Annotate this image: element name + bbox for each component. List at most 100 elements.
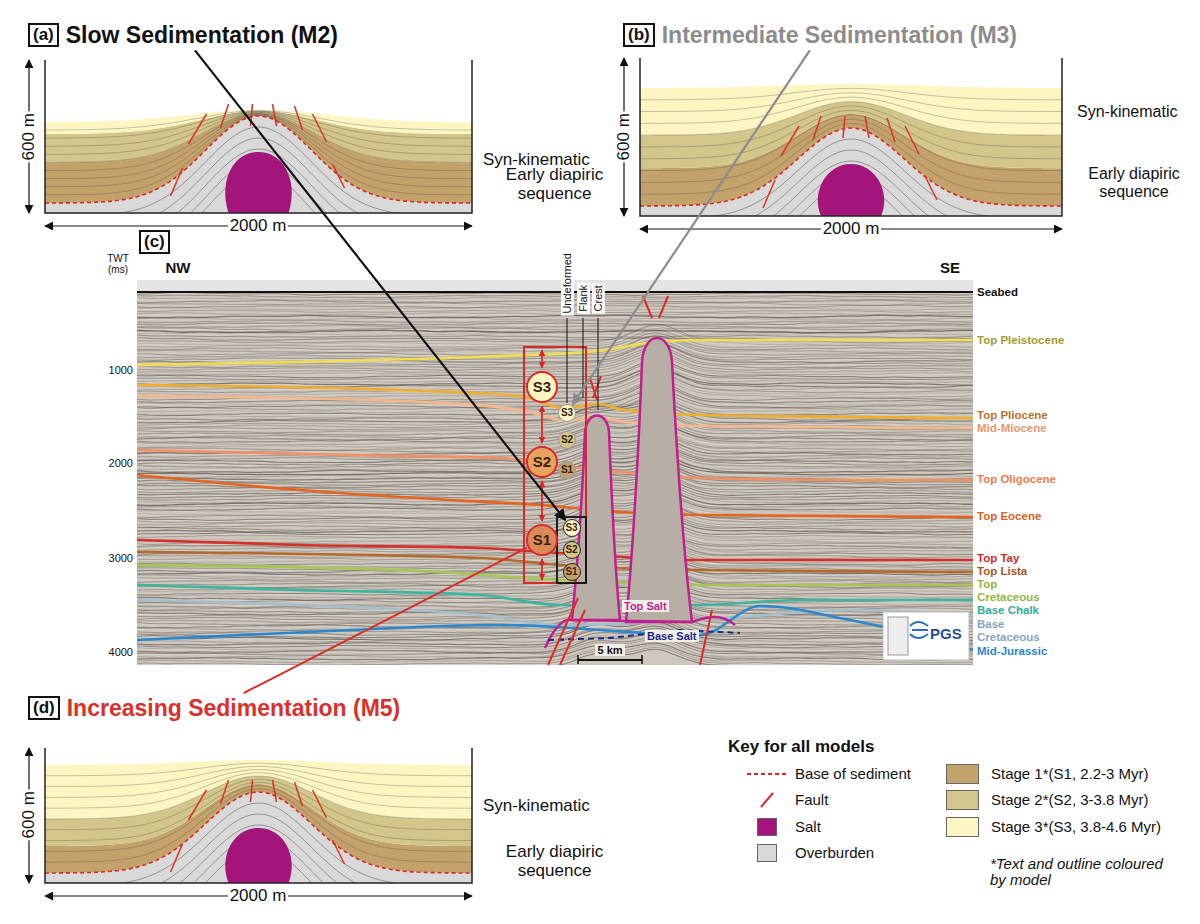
model-section [29, 748, 473, 924]
legend-swatch [946, 764, 979, 784]
seismic-reflector [137, 334, 973, 351]
zone-label: Flank [577, 283, 590, 314]
legend-label: Salt [795, 818, 821, 835]
layer-line [45, 111, 472, 130]
zone-label: Crest [592, 283, 605, 313]
sequence-label: Syn-kinematic [1077, 103, 1177, 121]
panel-title: (d)Increasing Sedimentation (M5) [28, 695, 400, 721]
seismic-reflector [137, 637, 973, 655]
seismic-reflector [137, 470, 973, 488]
seismic-reflector [137, 320, 973, 323]
salt-label: Top Salt [622, 600, 669, 613]
base-of-sediment [640, 128, 1062, 206]
stage-arrow [541, 481, 543, 521]
dimension-label: 2000 m [228, 886, 289, 906]
seismic-reflector [137, 434, 973, 453]
connector [244, 548, 527, 693]
salt-body [225, 828, 291, 883]
layer-line [640, 106, 1062, 147]
horizon-label: Mid-Miocene [977, 422, 1047, 435]
model-body [45, 60, 472, 213]
seismic-reflector [137, 328, 973, 331]
seismic-reflector [137, 335, 973, 338]
horizon-label: Top Cretaceous [977, 578, 1049, 603]
stage-label: S3 [533, 378, 551, 395]
legend-swatch [946, 790, 979, 810]
sequence-label: Syn-kinematic [483, 796, 590, 816]
seismic-reflector [137, 315, 973, 318]
dimension-label: 2000 m [228, 216, 289, 236]
seismic-reflector [137, 481, 973, 500]
legend-line [745, 764, 789, 784]
panel-title: (b) Intermediate Sedimentation (M3) [623, 22, 1017, 48]
fault-line [905, 126, 919, 154]
horizon-line [137, 600, 973, 625]
fault-line [659, 296, 668, 318]
model-section [29, 60, 473, 268]
seismic-reflector [137, 510, 973, 528]
legend-row: Stage 3*(S3, 3.8-4.6 Myr) [945, 816, 1161, 838]
legend-note: *Text and outline coloured by model [990, 856, 1180, 889]
stage-box [524, 347, 586, 583]
seismic-section [137, 280, 973, 665]
fault-line [333, 164, 345, 188]
panel-letter: (a) [28, 23, 59, 47]
fault-line [548, 598, 578, 665]
seismic-reflector [137, 469, 973, 486]
seismic-reflector [137, 560, 973, 578]
seismic-reflector [137, 423, 973, 440]
fault-line [887, 118, 895, 142]
legend-row: Stage 2*(S2, 3-3.8 Myr) [945, 789, 1149, 811]
legend-sample [745, 763, 789, 785]
fault-line [593, 376, 601, 398]
seismic-reflector [137, 318, 973, 320]
base-of-sediment [747, 773, 787, 775]
fault-line [221, 780, 229, 804]
seabed-line [137, 291, 973, 293]
fault-line [761, 793, 773, 807]
fault-line [171, 168, 183, 196]
horizon-label: Top Pleistocene [977, 334, 1064, 347]
panel-heading: Intermediate Sedimentation (M3) [662, 22, 1017, 48]
legend-sample [745, 816, 789, 838]
horizon-label: Top Tay [977, 552, 1019, 565]
horizon-label: Top Lista [977, 565, 1027, 578]
horizon-label: Mid-Jurassic [977, 645, 1047, 658]
stage-circle: S2 [563, 541, 581, 559]
stage-label: S3 [565, 522, 577, 534]
layer-line [640, 93, 1062, 112]
model-body [45, 748, 472, 883]
salt-diapir [626, 338, 692, 622]
legend-swatch [757, 844, 777, 862]
legend-swatch [757, 818, 777, 836]
stage-label: S2 [561, 434, 573, 446]
dimension-label: 600 m [614, 111, 634, 162]
legend-label: Overburden [795, 844, 874, 861]
horizon-label: Base Cretaceous [977, 618, 1049, 643]
horizon-line [137, 475, 973, 517]
sequence-label: Early diapiric sequence [487, 843, 622, 880]
horizon-line [137, 585, 973, 605]
sequence-label: Early diapiric sequence [487, 166, 622, 203]
legend-label: Fault [795, 791, 828, 808]
layer-line [640, 115, 1062, 171]
fault-line [273, 104, 277, 126]
stage-label: S2 [565, 544, 577, 556]
model-ground [45, 748, 472, 883]
model-frame [640, 58, 1062, 216]
legend-row: Overburden [745, 842, 874, 864]
panel-letter: (b) [623, 23, 655, 47]
logo-box [883, 612, 969, 660]
salt-body [818, 164, 884, 216]
model-ground [45, 60, 472, 213]
legend-label: Base of sediment [795, 765, 911, 782]
seismic-reflector [137, 327, 973, 346]
scale-tick [577, 655, 579, 664]
layer-line [640, 110, 1062, 158]
fault-line [865, 116, 869, 138]
horizon-line [137, 606, 973, 650]
horizon-label: Base Chalk [977, 604, 1039, 617]
fault-line [700, 610, 712, 665]
horizon-label: Top Oligocene [977, 473, 1056, 486]
